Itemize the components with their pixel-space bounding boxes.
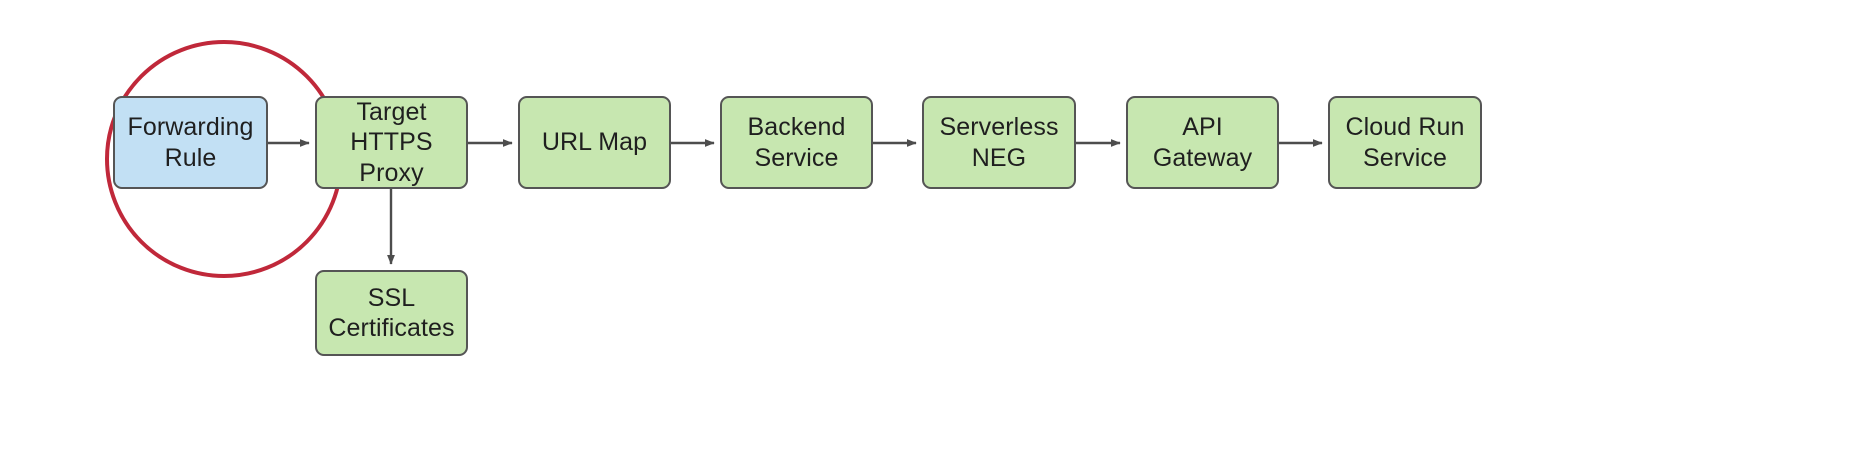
node-label-backend-service: Backend Service bbox=[747, 113, 846, 172]
node-label-api-gateway: API Gateway bbox=[1152, 113, 1253, 172]
node-label-target-https-proxy: Target HTTPS Proxy bbox=[350, 97, 433, 187]
node-label-cloud-run-service: Cloud Run Service bbox=[1345, 113, 1465, 172]
node-cloud-run-service[interactable]: Cloud Run Service bbox=[1328, 96, 1482, 189]
node-label-serverless-neg: Serverless NEG bbox=[939, 113, 1059, 172]
node-ssl-certificates[interactable]: SSL Certificates bbox=[315, 270, 468, 356]
node-url-map[interactable]: URL Map bbox=[518, 96, 671, 189]
node-api-gateway[interactable]: API Gateway bbox=[1126, 96, 1279, 189]
node-forwarding-rule[interactable]: Forwarding Rule bbox=[113, 96, 268, 189]
node-target-https-proxy[interactable]: Target HTTPS Proxy bbox=[315, 96, 468, 189]
node-label-ssl-certificates: SSL Certificates bbox=[328, 283, 455, 343]
node-serverless-neg[interactable]: Serverless NEG bbox=[922, 96, 1076, 189]
node-label-forwarding-rule: Forwarding Rule bbox=[127, 113, 254, 172]
node-label-url-map: URL Map bbox=[541, 128, 648, 157]
node-backend-service[interactable]: Backend Service bbox=[720, 96, 873, 189]
